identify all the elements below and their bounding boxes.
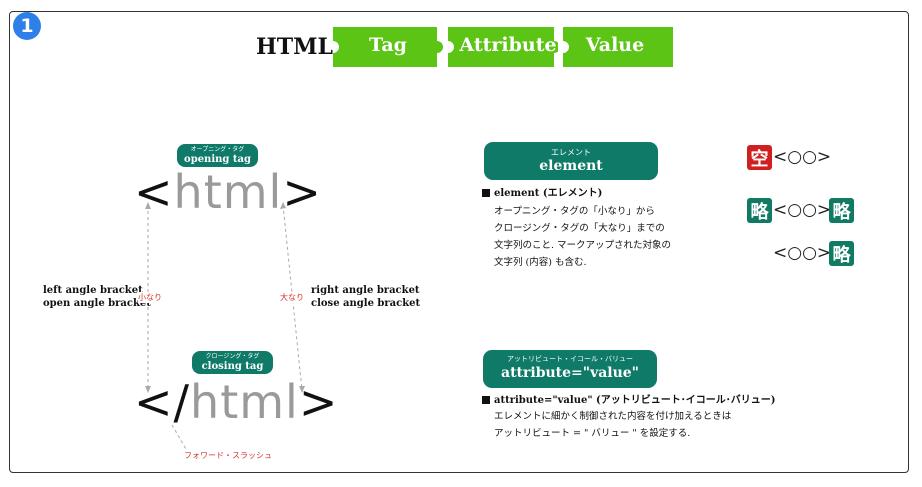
right-bracket-label-line-2: close angle bracket xyxy=(311,298,421,309)
element-desc-line-3: 文字列のこと. マークアップされた対象の xyxy=(494,240,672,251)
closing-tag-text: </html> xyxy=(134,375,338,429)
attribute-label: attribute="value" xyxy=(501,365,639,381)
closing-tag-label: closing tag xyxy=(201,361,264,372)
puzzle-label-tag: Tag xyxy=(369,34,407,56)
element-pill: エレメント element xyxy=(484,142,658,180)
left-bracket-label: left angle bracket open angle bracket xyxy=(43,284,151,310)
attribute-desc-line-2: アットリビュート = " バリュー " を設定する. xyxy=(494,428,691,439)
right-bracket-label-line-1: right angle bracket xyxy=(311,285,420,296)
opening-tag-open-bracket: < xyxy=(134,165,174,219)
element-ruby: エレメント xyxy=(551,148,591,157)
html-title: HTML xyxy=(256,34,333,60)
right-bracket-label: right angle bracket close angle bracket xyxy=(311,284,420,310)
opening-tag-name: html xyxy=(173,165,283,219)
attribute-heading: attribute="value" (アットリビュート･イコール･バリュー) xyxy=(482,391,776,406)
left-bracket-label-line-1: left angle bracket xyxy=(43,285,143,296)
attribute-pill: アットリビュート・イコール・バリュー attribute="value" xyxy=(483,350,657,388)
opening-tag-close-bracket: > xyxy=(282,165,322,219)
closing-tag-name: html xyxy=(190,375,299,429)
element-label: element xyxy=(539,158,603,174)
element-desc-line-1: オープニング・タグの「小なり」から xyxy=(494,206,655,217)
closing-tag-ruby: クロージング・タグ xyxy=(205,353,260,360)
omit-end-kanji: 略 xyxy=(829,198,854,223)
opening-tag-text: <html> xyxy=(134,165,322,219)
omit-start-kanji: 略 xyxy=(747,198,772,223)
puzzle-piece-tag xyxy=(333,27,443,67)
element-heading: element (エレメント) xyxy=(482,184,602,199)
empty-element-placeholder: <○○> xyxy=(773,147,832,167)
opening-tag-pill: オープニング・タグ opening tag xyxy=(177,144,258,167)
element-desc-line-2: クロージング・タグの「大なり」までの xyxy=(494,223,665,234)
attribute-desc-line-1: エレメントに細かく制御された内容を付け加えるときは xyxy=(494,411,732,422)
closing-tag-open-bracket: </ xyxy=(134,375,191,429)
greater-than-label: 大なり xyxy=(280,292,304,303)
puzzle-label-value: Value xyxy=(585,34,645,56)
forward-slash-label: フォワード・スラッシュ xyxy=(184,450,272,461)
omit-both-placeholder: <○○> xyxy=(773,200,832,220)
element-desc-line-4: 文字列 (内容) も含む. xyxy=(494,257,587,268)
left-bracket-label-line-2: open angle bracket xyxy=(43,298,151,309)
less-than-label: 小なり xyxy=(138,292,162,303)
puzzle-piece-value xyxy=(563,27,673,67)
omit-end-only-kanji: 略 xyxy=(829,241,854,266)
opening-tag-ruby: オープニング・タグ xyxy=(190,146,245,153)
opening-tag-label: opening tag xyxy=(184,154,251,165)
puzzle-piece-attribute xyxy=(448,27,558,67)
empty-element-kanji: 空 xyxy=(747,145,772,170)
puzzle-label-attribute: Attribute xyxy=(459,34,557,56)
attribute-ruby: アットリビュート・イコール・バリュー xyxy=(507,355,633,363)
closing-tag-pill: クロージング・タグ closing tag xyxy=(192,351,273,374)
omit-end-placeholder: <○○> xyxy=(773,243,832,263)
step-number-badge: 1 xyxy=(13,12,41,40)
closing-tag-close-bracket: > xyxy=(298,375,339,429)
